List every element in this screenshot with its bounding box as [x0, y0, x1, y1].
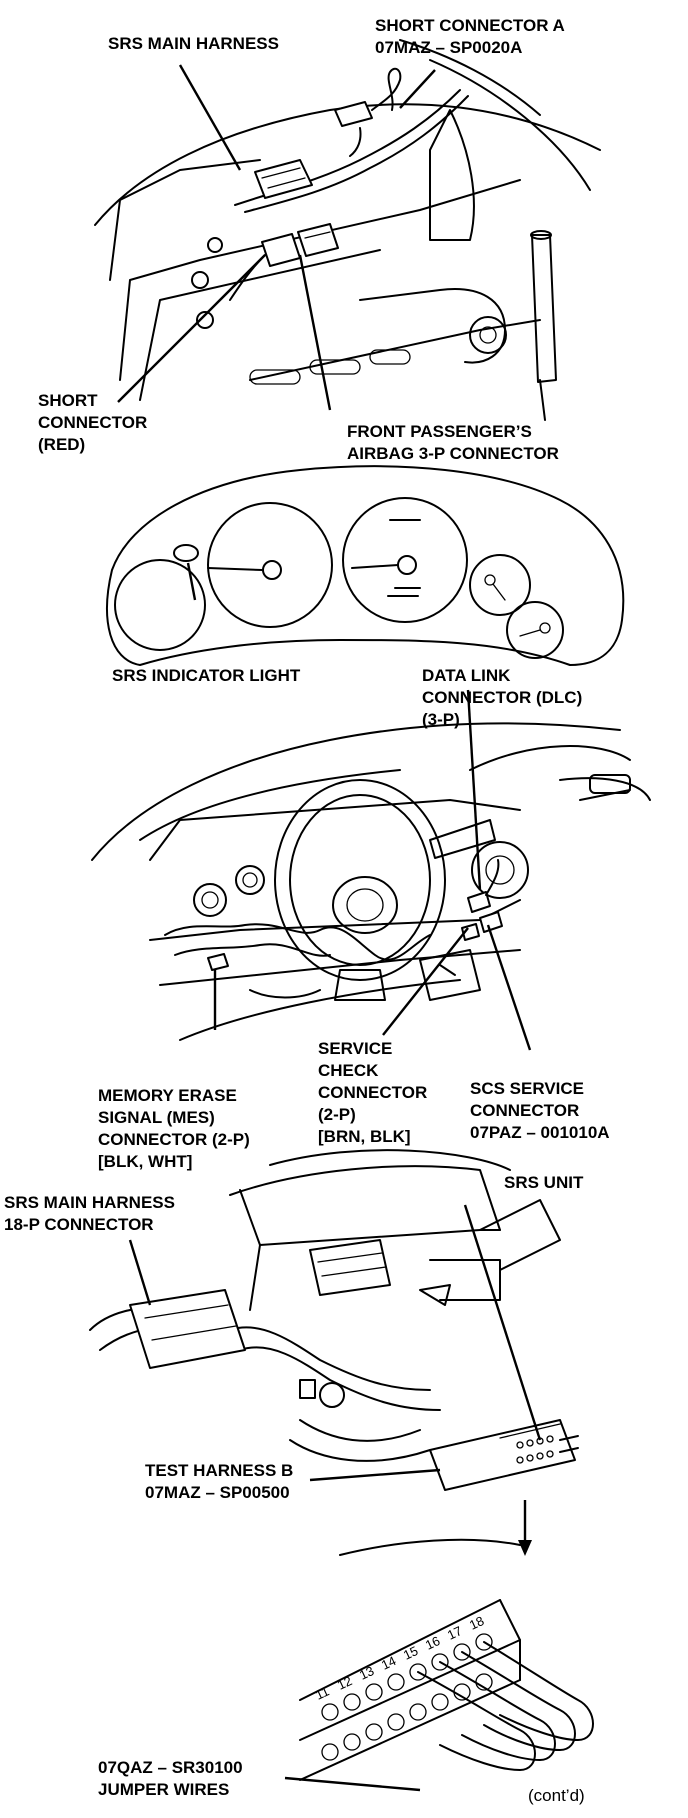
label-jumper-wires: 07QAZ – SR30100 JUMPER WIRES: [98, 1758, 243, 1799]
label-scs-service-connector: SCS SERVICE CONNECTOR 07PAZ – 001010A: [470, 1079, 610, 1142]
label-srs-main-harness-18p: SRS MAIN HARNESS 18-P CONNECTOR: [4, 1193, 175, 1234]
leader-lines: [117, 64, 542, 1792]
label-test-harness-b: TEST HARNESS B 07MAZ – SP00500: [145, 1461, 294, 1502]
srs-indicator-light-icon: [173, 544, 199, 562]
label-service-check-connector: SERVICE CHECK CONNECTOR (2-P) [BRN, BLK]: [318, 1039, 428, 1146]
terminal-number: 16: [423, 1633, 442, 1653]
panel-gauge-cluster: [106, 465, 625, 666]
terminal-number: 15: [401, 1643, 420, 1663]
terminal-number-row: 11 12 13 14 15 16 17 18: [313, 1613, 486, 1703]
panel-jumper-wires: 11 12 13 14 15 16 17 18: [299, 1599, 594, 1781]
terminal-number: 17: [445, 1623, 464, 1643]
terminal-number: 12: [335, 1673, 354, 1693]
terminal-number: 13: [357, 1663, 376, 1683]
label-short-connector-a: SHORT CONNECTOR A 07MAZ – SP0020A: [375, 16, 565, 57]
terminal-number: 14: [379, 1653, 398, 1673]
panel-passenger-airbag-connector: [94, 39, 601, 421]
label-short-connector-red: SHORT CONNECTOR (RED): [38, 391, 148, 454]
label-mes-connector: MEMORY ERASE SIGNAL (MES) CONNECTOR (2-P…: [98, 1086, 250, 1171]
terminal-number: 18: [467, 1613, 486, 1633]
label-data-link-connector: DATA LINK CONNECTOR (DLC) (3-P): [422, 666, 583, 729]
label-front-passenger-airbag-connector: FRONT PASSENGER’S AIRBAG 3-P CONNECTOR: [347, 422, 559, 463]
label-srs-unit: SRS UNIT: [504, 1173, 584, 1192]
jumper-wire-loops: [417, 1641, 594, 1771]
panel-dashboard: [91, 722, 651, 1041]
label-srs-indicator-light: SRS INDICATOR LIGHT: [112, 666, 301, 685]
label-srs-main-harness: SRS MAIN HARNESS: [108, 34, 279, 53]
panel-srs-unit: [89, 1149, 579, 1556]
label-continued: (cont’d): [528, 1786, 585, 1805]
terminal-number: 11: [313, 1683, 332, 1702]
